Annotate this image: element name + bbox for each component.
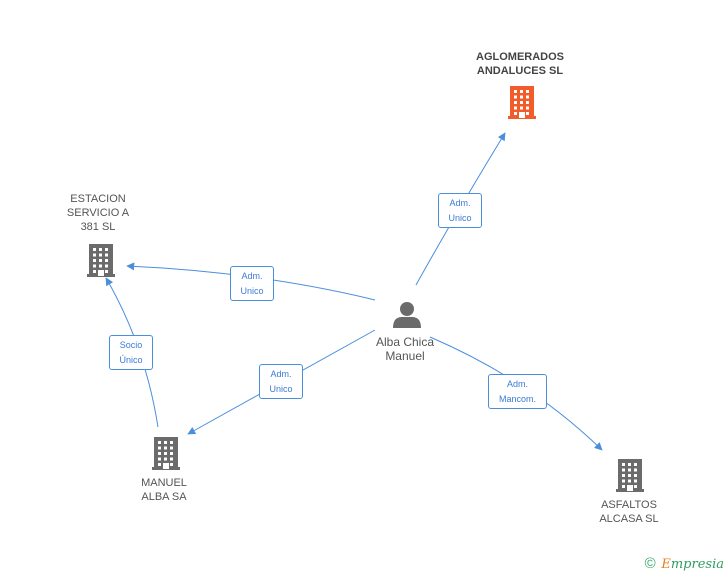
edge-label-adm-unico: Adm. Unico	[438, 193, 482, 228]
person-label[interactable]: Alba Chica Manuel	[355, 335, 455, 363]
footer-brand[interactable]: © Empresia	[645, 555, 724, 572]
company-label-aglomerados[interactable]: AGLOMERADOS ANDALUCES SL	[458, 50, 582, 78]
brand-rest: mpresia	[670, 557, 724, 572]
company-name-line: 381 SL	[80, 221, 116, 233]
edge-label-socio-unico: Socio Único	[109, 335, 153, 370]
edge-label-line: Mancom.	[498, 394, 536, 404]
edge-label-line: Adm.	[506, 379, 528, 389]
company-label-asfaltos[interactable]: ASFALTOS ALCASA SL	[579, 498, 679, 526]
edge-label-line: Adm.	[270, 369, 292, 379]
edge-label-adm-unico: Adm. Unico	[230, 266, 274, 301]
company-label-estacion[interactable]: ESTACION SERVICIO A 381 SL	[48, 192, 148, 234]
edge-label-adm-mancom: Adm. Mancom.	[488, 374, 547, 409]
edge-label-line: Socio	[119, 340, 143, 350]
company-name-line: ASFALTOS	[601, 499, 657, 511]
edge-label-line: Unico	[240, 286, 264, 296]
edge-label-line: Adm.	[449, 198, 471, 208]
building-icon[interactable]	[152, 437, 180, 470]
building-icon[interactable]	[508, 86, 536, 119]
company-name-line: MANUEL	[141, 477, 187, 489]
company-name-line: AGLOMERADOS	[476, 51, 564, 63]
edge-label-adm-unico: Adm. Unico	[259, 364, 303, 399]
person-icon[interactable]	[393, 302, 421, 328]
person-name-line: Alba Chica	[375, 335, 435, 349]
company-name-line: ESTACION	[70, 193, 126, 205]
edge-label-line: Adm.	[241, 271, 263, 281]
company-name-line: ALBA SA	[141, 491, 187, 503]
edge-label-line: Unico	[448, 213, 472, 223]
company-name-line: ALCASA SL	[599, 513, 659, 525]
building-icon[interactable]	[87, 244, 115, 277]
company-label-manuel-alba[interactable]: MANUEL ALBA SA	[114, 476, 214, 504]
company-name-line: SERVICIO A	[66, 207, 130, 219]
copyright-symbol: ©	[644, 555, 656, 572]
building-icon[interactable]	[616, 459, 644, 492]
person-name-line: Manuel	[385, 349, 425, 363]
edge-label-line: Unico	[269, 384, 293, 394]
company-name-line: ANDALUCES SL	[476, 65, 564, 77]
edge-label-line: Único	[119, 355, 143, 365]
brand-initial: E	[661, 557, 671, 572]
brand-logo: Empresia	[661, 557, 724, 572]
